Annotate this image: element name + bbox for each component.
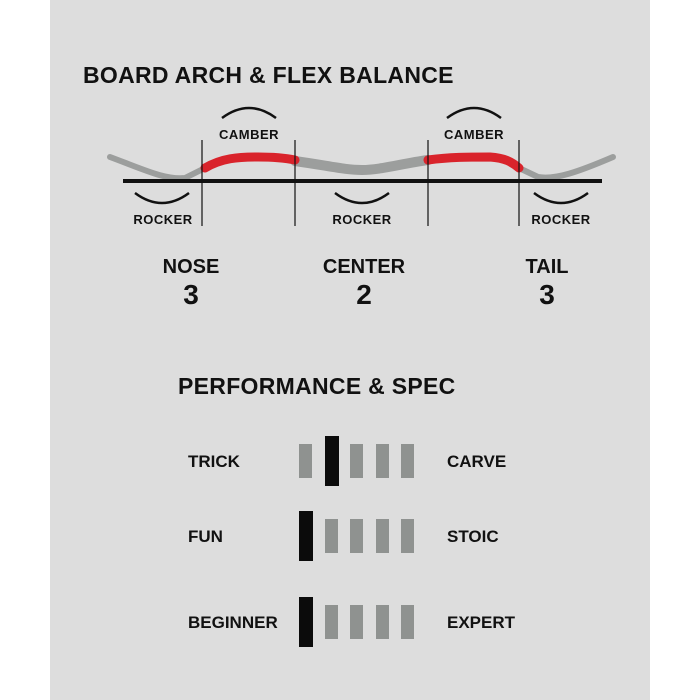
perf-scale <box>299 597 419 651</box>
scale-segment <box>350 519 363 553</box>
scale-segment <box>401 519 414 553</box>
nose-camber-line <box>200 152 300 173</box>
scale-segment <box>350 444 363 478</box>
arch-section-title: BOARD ARCH & FLEX BALANCE <box>83 62 454 88</box>
scale-segment-active <box>324 436 339 486</box>
rocker-arc-icon <box>533 191 589 205</box>
scale-segment <box>299 444 312 478</box>
scale-segment <box>401 605 414 639</box>
camber-arc-icon <box>221 106 277 120</box>
scale-segment <box>401 444 414 478</box>
rocker-arc-icon <box>134 191 190 205</box>
tail-camber-label: CAMBER <box>443 127 505 142</box>
zone-flex-value: 3 <box>539 279 555 310</box>
perf-left-label: TRICK <box>188 452 240 471</box>
tail-rocker-line <box>516 154 616 181</box>
scale-segment <box>375 519 389 553</box>
scale-segment-active <box>299 597 313 647</box>
zone-name: CENTER <box>322 256 406 278</box>
nose-camber-label: CAMBER <box>218 127 280 142</box>
center-rocker-label: ROCKER <box>332 212 392 227</box>
zone-nose: NOSE 3 <box>121 257 261 309</box>
camber-arc-icon <box>446 106 502 120</box>
zone-flex-value: 3 <box>183 279 199 310</box>
performance-section-title: PERFORMANCE & SPEC <box>178 373 456 399</box>
nose-rocker-label: ROCKER <box>133 212 193 227</box>
scale-segment <box>324 519 338 553</box>
perf-scale <box>299 511 419 565</box>
nose-rocker-line <box>107 154 208 182</box>
scale-segment <box>324 605 338 639</box>
zone-center: CENTER 2 <box>294 257 434 309</box>
scale-segment <box>350 605 363 639</box>
zone-flex-value: 2 <box>356 279 372 310</box>
zone-name: NOSE <box>162 256 220 278</box>
perf-row-fun-stoic: FUN STOIC <box>0 511 700 565</box>
center-rocker-line <box>290 155 433 176</box>
perf-scale <box>299 436 419 490</box>
tail-camber-line <box>423 152 524 173</box>
scale-segment <box>375 605 389 639</box>
scale-segment-active <box>299 511 313 561</box>
perf-right-label: STOIC <box>447 527 499 546</box>
perf-row-trick-carve: TRICK CARVE <box>0 436 700 490</box>
spec-card <box>50 0 650 700</box>
zone-name: TAIL <box>525 256 569 278</box>
perf-left-label: FUN <box>188 527 223 546</box>
scale-segment <box>375 444 389 478</box>
perf-row-beginner-expert: BEGINNER EXPERT <box>0 597 700 651</box>
perf-left-label: BEGINNER <box>188 613 278 632</box>
rocker-arc-icon <box>334 191 390 205</box>
perf-right-label: EXPERT <box>447 613 516 632</box>
zone-tail: TAIL 3 <box>477 257 617 309</box>
tail-rocker-label: ROCKER <box>531 212 591 227</box>
perf-right-label: CARVE <box>447 452 507 471</box>
